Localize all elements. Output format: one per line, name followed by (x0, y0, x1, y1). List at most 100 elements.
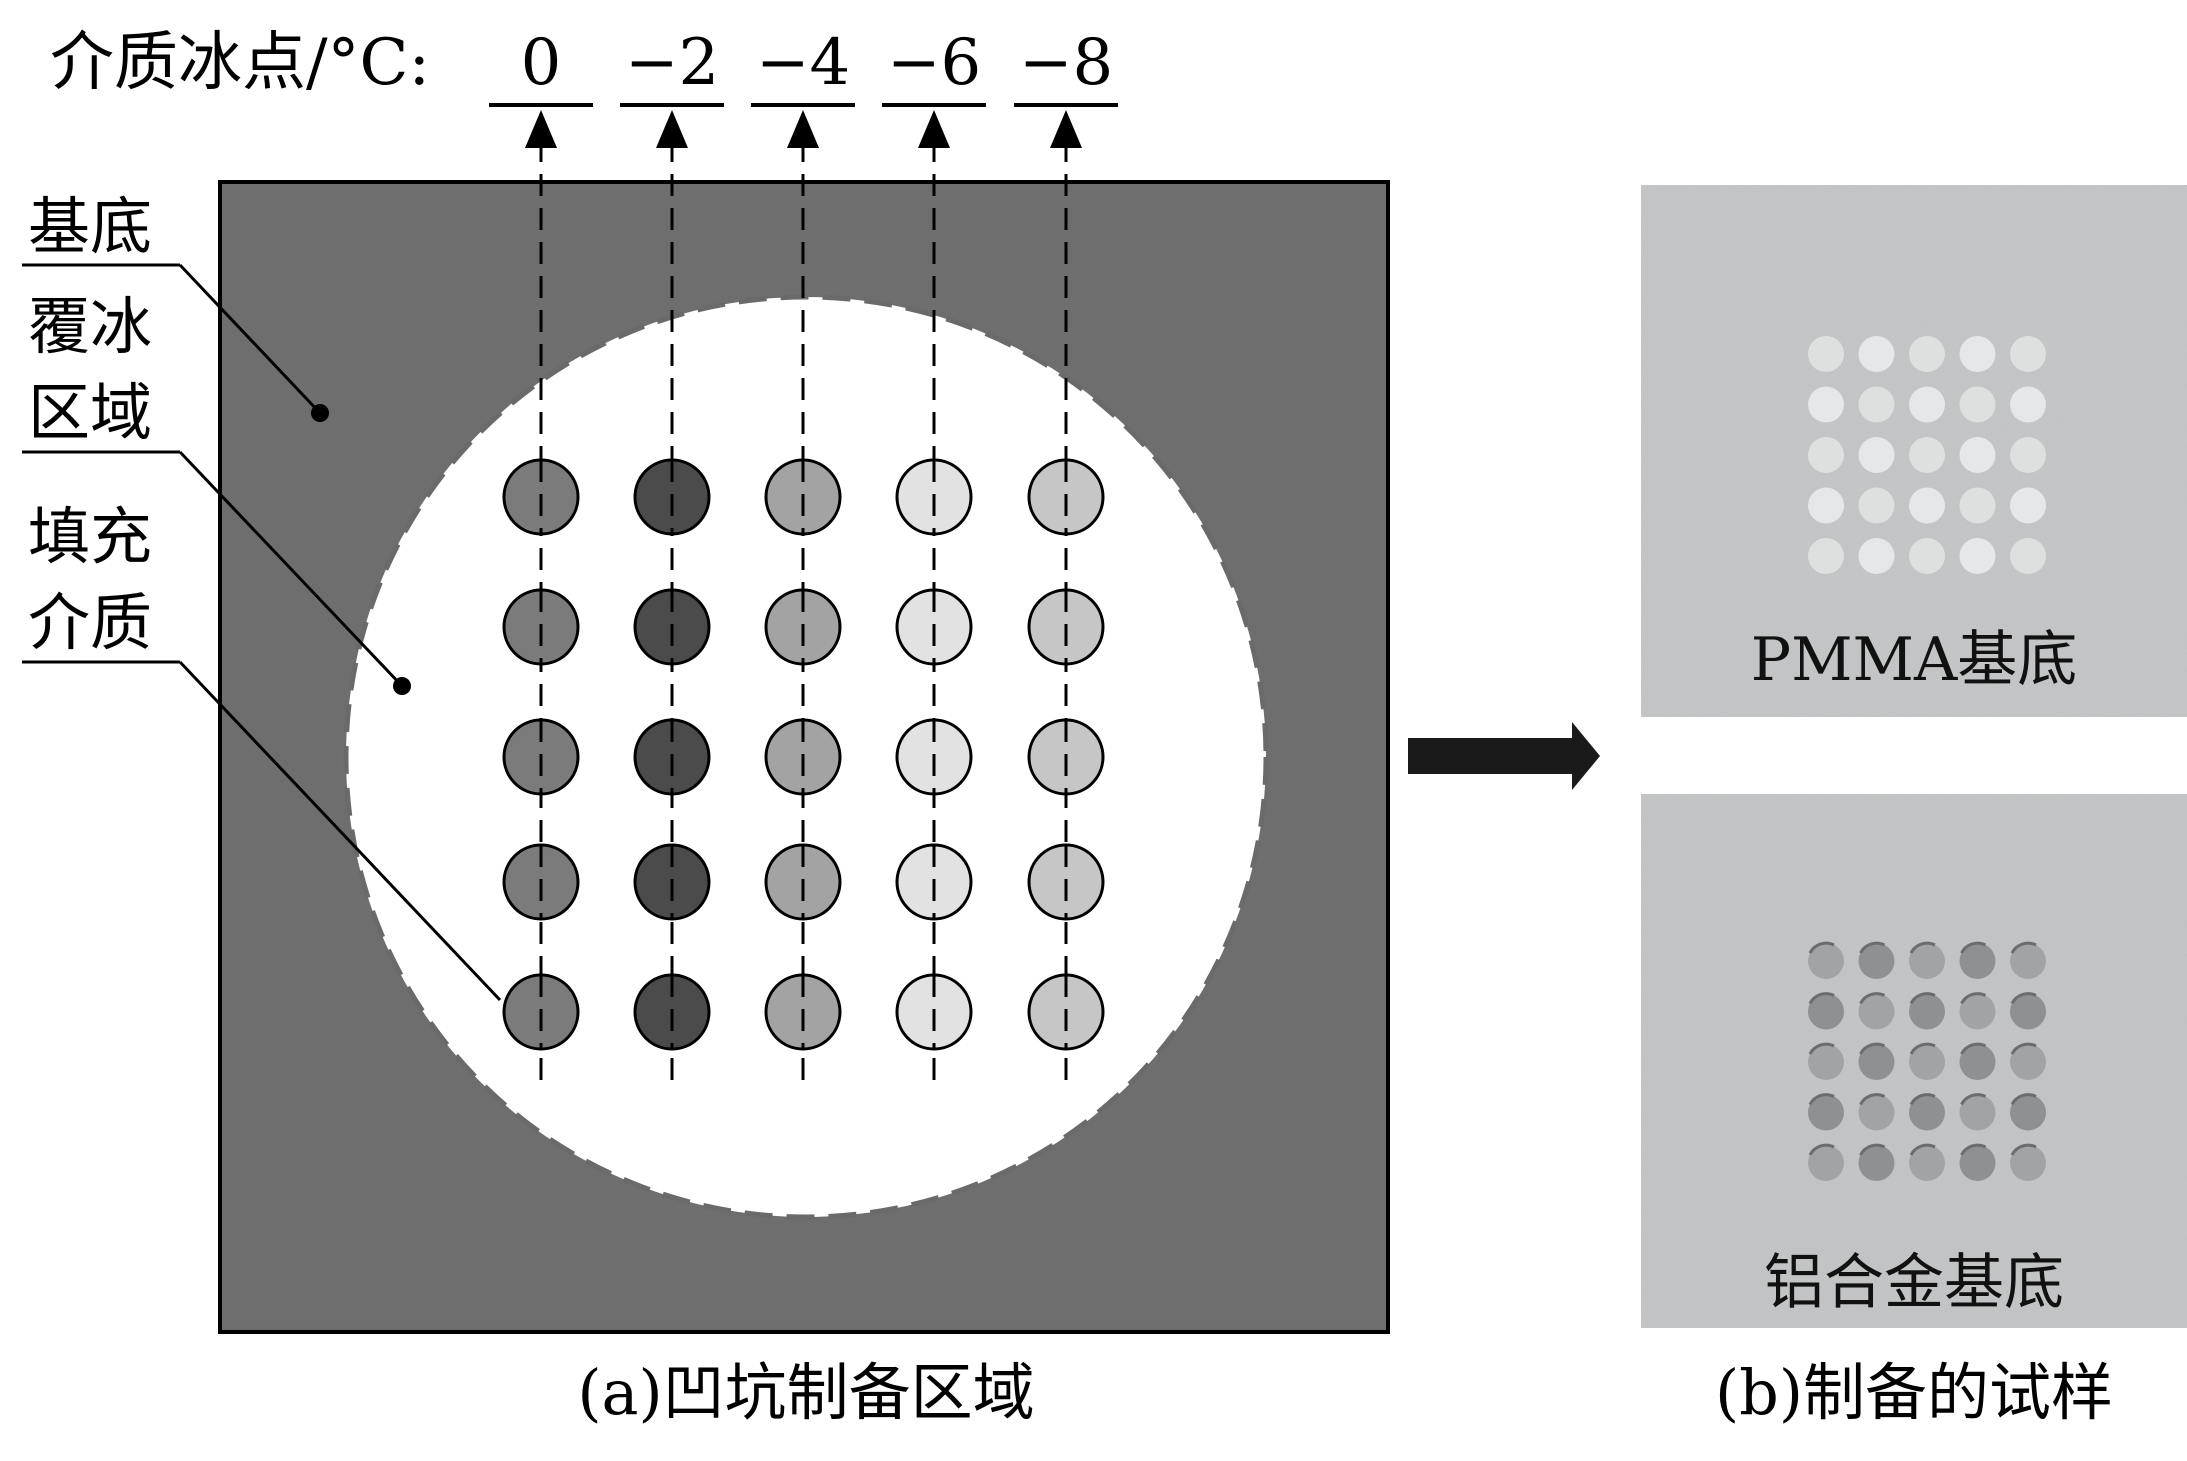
photo-pit-shadow (1909, 941, 1936, 954)
photo-pit (2010, 1145, 2046, 1181)
photo-pit (1909, 336, 1945, 372)
photo-pit-shadow (2010, 1143, 2037, 1156)
callout-substrate-dot (311, 404, 329, 422)
callout-labels: 基底 覆冰区域 填充介质 (22, 190, 502, 1002)
photo-pit-shadow (2010, 992, 2037, 1005)
column-guides (525, 110, 1082, 1085)
photo-pit-shadow (1808, 941, 1835, 954)
photo-pit-shadow (1808, 992, 1835, 1005)
photo-pit-shadow (1808, 1143, 1835, 1156)
photo-pit (1909, 538, 1945, 574)
photo-pit (1858, 487, 1895, 524)
photo-pit-shadow (1960, 992, 1987, 1005)
caption-a: (a)凹坑制备区域 (577, 1356, 1034, 1429)
photo-pit-shadow (1960, 941, 1987, 954)
photo-pmma-pits (1808, 336, 2046, 574)
photo-pit (1808, 1094, 1844, 1131)
photo-pit (1909, 487, 1945, 524)
column-guide-arrowhead (656, 110, 688, 148)
photo-pit (1858, 1044, 1895, 1080)
photo-pit (1858, 386, 1895, 423)
photo-pit (2010, 437, 2046, 473)
column-guide-arrowhead (918, 110, 950, 148)
photo-pit (2010, 1094, 2046, 1131)
photo-aluminum-label: 铝合金基底 (1764, 1248, 2064, 1318)
photo-pit-shadow (2010, 941, 2037, 954)
photo-aluminum-pits (1808, 941, 2046, 1181)
photo-pit (1808, 1044, 1844, 1080)
photo-pit (2010, 943, 2046, 979)
photo-pit (1858, 993, 1895, 1030)
photo-pit-shadow (1859, 1042, 1886, 1055)
photo-pit (1959, 1044, 1996, 1080)
photo-pit-shadow (1859, 992, 1886, 1005)
callout-fill-medium-leader (178, 660, 502, 1002)
photo-pit-shadow (1909, 1143, 1936, 1156)
caption-b: (b)制备的试样 (1715, 1356, 2113, 1429)
photo-pit (1909, 437, 1945, 473)
photo-pit (2010, 386, 2046, 423)
callout-substrate-leader (178, 263, 322, 415)
panel-b-photos: PMMA基底 铝合金基底 (b)制备的试样 (1641, 185, 2187, 1429)
photo-pit (1959, 386, 1996, 423)
photo-pit (1959, 1145, 1996, 1181)
photo-pit-shadow (1859, 1143, 1886, 1156)
photo-pit (2010, 336, 2046, 372)
photo-pit (1858, 943, 1895, 979)
photo-pit-shadow (2010, 1042, 2037, 1055)
photo-pit-shadow (1960, 1042, 1987, 1055)
photo-pit (1959, 437, 1996, 473)
photo-pit (2010, 1044, 2046, 1080)
photo-aluminum: 铝合金基底 (1641, 794, 2187, 1328)
photo-pit (2010, 538, 2046, 574)
photo-pit-shadow (1859, 1093, 1886, 1106)
photo-pmma-label: PMMA基底 (1751, 625, 2078, 695)
callout-ice-region: 覆冰区域 (28, 290, 152, 449)
column-guide-arrowhead (1050, 110, 1082, 148)
freezing-point-values: 0−2−4−6−8 (489, 26, 1118, 107)
photo-pit-shadow (1859, 941, 1886, 954)
freezing-point-value: −6 (887, 26, 981, 100)
photo-pit (1808, 437, 1844, 473)
photo-pit (1909, 993, 1945, 1030)
callout-substrate: 基底 (28, 190, 152, 263)
photo-pit-shadow (1808, 1093, 1835, 1106)
pit-grid (502, 458, 1105, 1051)
photo-pit-shadow (1909, 1042, 1936, 1055)
photo-pit (1909, 1094, 1945, 1131)
photo-pit (1808, 386, 1844, 423)
photo-pit-shadow (1960, 1143, 1987, 1156)
photo-pit (1909, 386, 1945, 423)
freezing-point-value: 0 (521, 26, 562, 100)
photo-pit-shadow (1960, 1093, 1987, 1106)
photo-pit (1808, 538, 1844, 574)
photo-pit (1909, 1145, 1945, 1181)
photo-pit (1959, 943, 1996, 979)
photo-pit-shadow (1909, 992, 1936, 1005)
photo-pit (1808, 336, 1844, 372)
column-guide-arrowhead (525, 110, 557, 148)
column-guide-arrowhead (787, 110, 819, 148)
photo-pit (1858, 336, 1895, 372)
photo-pit (1959, 1094, 1996, 1131)
panel-a-diagram: 介质冰点/°C: 0−2−4−6−8 基底 覆冰区域 填充介质 (a)凹坑制备区… (22, 26, 1390, 1429)
callout-fill-medium: 填充介质 (28, 500, 152, 659)
transition-arrow (1408, 722, 1600, 790)
photo-pit (2010, 993, 2046, 1030)
photo-pmma: PMMA基底 (1641, 185, 2187, 717)
photo-pit (1808, 1145, 1844, 1181)
freezing-point-value: −2 (625, 26, 719, 100)
photo-pit-shadow (1909, 1093, 1936, 1106)
photo-pit-shadow (2010, 1093, 2037, 1106)
callout-ice-region-dot (393, 677, 411, 695)
photo-pit (1858, 1145, 1895, 1181)
photo-pit (1959, 993, 1996, 1030)
freezing-point-label: 介质冰点/°C: (50, 26, 430, 100)
photo-pit (1808, 993, 1844, 1030)
photo-pit (1909, 1044, 1945, 1080)
callout-ice-region-leader (178, 450, 404, 688)
photo-pit (1959, 538, 1996, 574)
photo-pit (1959, 487, 1996, 524)
photo-pit (1858, 1094, 1895, 1131)
